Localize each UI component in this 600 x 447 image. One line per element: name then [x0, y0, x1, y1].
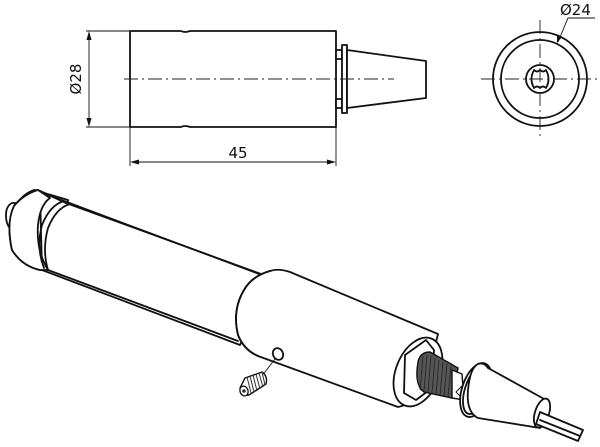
arrow-left-icon [130, 159, 139, 165]
iso-tube-top-line [65, 202, 273, 279]
iso-ring-groove-2 [44, 203, 71, 271]
iso-sleeve-left-edge [235, 270, 271, 357]
leader-arrow-icon [557, 35, 562, 43]
iso-cable [535, 411, 584, 442]
diameter-28-label: Ø28 [67, 64, 85, 95]
length-45-label: 45 [228, 144, 247, 162]
side-cone [346, 49, 427, 109]
iso-threaded-nipple [416, 351, 465, 401]
iso-set-screw [239, 371, 268, 397]
arrow-right-icon [327, 159, 336, 165]
diameter-24-label: Ø24 [560, 1, 591, 19]
arrow-down-icon [86, 118, 92, 127]
iso-tube-bottom-line [47, 269, 239, 342]
iso-ring-groove-1 [38, 200, 65, 269]
isometric-view [5, 189, 584, 442]
side-view: Ø28 45 [67, 30, 427, 166]
iso-cable-split [539, 419, 581, 437]
leader-line [557, 17, 595, 43]
iso-screw-hole [271, 347, 285, 361]
end-view: Ø24 [481, 1, 600, 138]
arrow-up-icon [86, 31, 92, 40]
